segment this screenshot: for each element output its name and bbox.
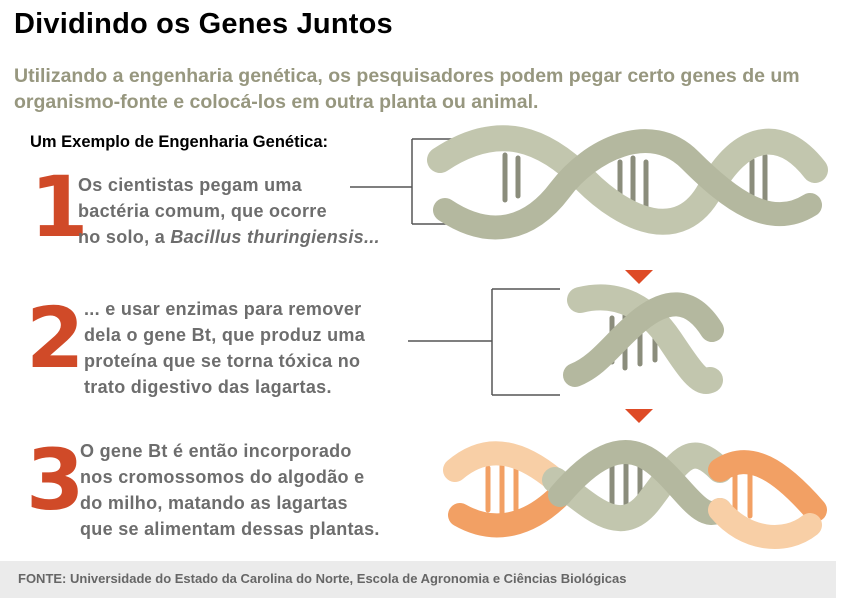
step-3-line-1: O gene Bt é então incorporado	[80, 441, 352, 461]
step-3-line-3: do milho, matando as lagartas	[80, 493, 348, 513]
step-3-text: O gene Bt é então incorporado nos cromos…	[80, 438, 380, 542]
step-1-line-3: no solo, a Bacillus thuringiensis...	[78, 224, 380, 250]
source-credit: FONTE: Universidade do Estado da Carolin…	[18, 571, 627, 586]
step-2-line-1: ... e usar enzimas para remover	[84, 299, 362, 319]
step-3-number: 3	[26, 431, 85, 529]
step-2-line-4: trato digestivo das lagartas.	[84, 377, 332, 397]
dna-helix-bacteria	[427, 125, 828, 240]
example-subtitle: Um Exemplo de Engenharia Genética:	[30, 133, 328, 151]
step-3-line-4: que se alimentam dessas plantas.	[80, 519, 380, 539]
step-1-line-3-text: no solo, a	[78, 227, 171, 247]
arrow-down-2	[625, 409, 653, 423]
footer-bar	[0, 561, 836, 598]
arrow-down-1	[625, 270, 653, 284]
step-1-text: Os cientistas pegam uma bactéria comum, …	[78, 172, 380, 250]
dna-helix-bt-gene	[563, 284, 724, 394]
step-2-line-2: dela o gene Bt, que produz uma	[84, 325, 366, 345]
step-1-line-2: bactéria comum, que ocorre	[78, 201, 327, 221]
step-2-number: 2	[26, 289, 85, 387]
intro-text: Utilizando a engenharia genética, os pes…	[14, 65, 800, 113]
step-1-line-1: Os cientistas pegam uma	[78, 175, 302, 195]
step-2-line-3: proteína que se torna tóxica no	[84, 351, 361, 371]
species-name: Bacillus thuringiensis...	[170, 227, 380, 247]
bracket-2	[408, 288, 560, 396]
step-1-number: 1	[30, 158, 89, 256]
page-title: Dividindo os Genes Juntos	[14, 8, 393, 40]
dna-helix-plant	[443, 440, 827, 549]
step-2-text: ... e usar enzimas para remover dela o g…	[84, 296, 365, 400]
step-3-line-2: nos cromossomos do algodão e	[80, 467, 365, 487]
